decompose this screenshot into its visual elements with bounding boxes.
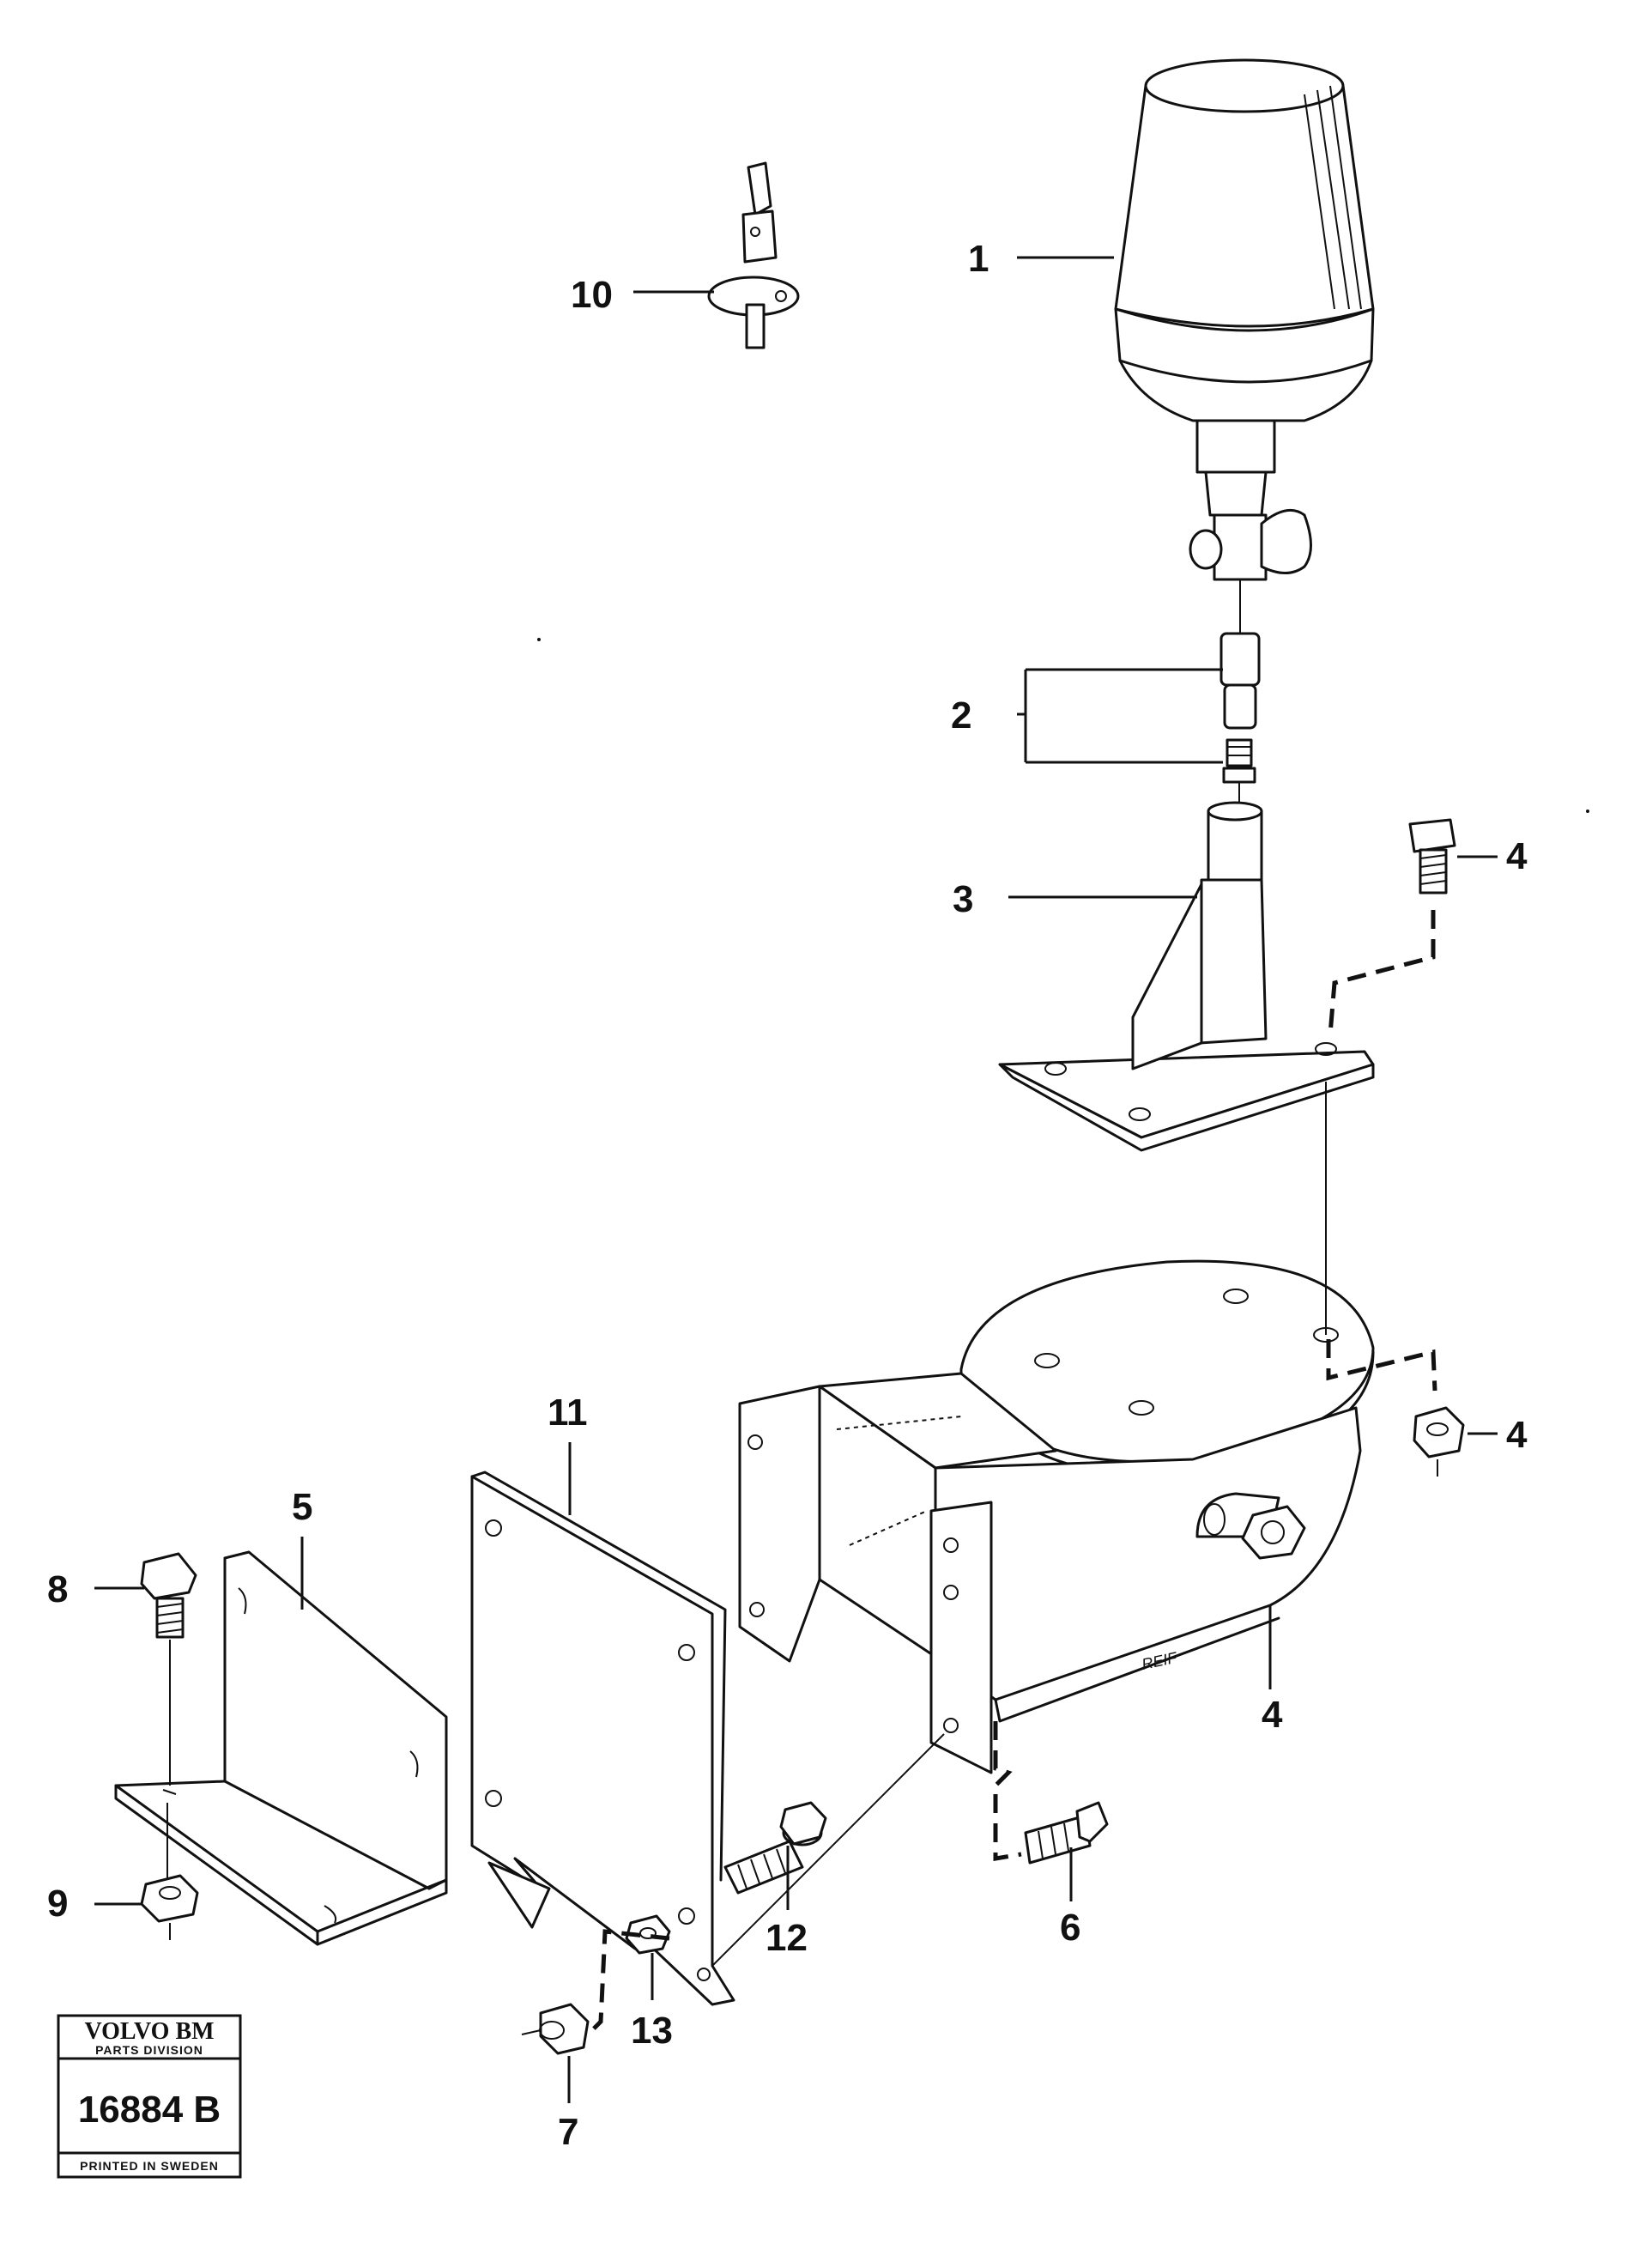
bracket-assembly-part: REIF: [738, 1082, 1437, 1774]
plate-part-11: [470, 1471, 945, 2006]
callout-7: 7: [558, 2111, 578, 2153]
callout-4-bracket: 4: [1262, 1694, 1283, 1736]
bolt-part-12: [723, 1801, 827, 1895]
callout-8: 8: [47, 1568, 68, 1610]
leader-lines: [94, 256, 1498, 2103]
callout-2: 2: [951, 694, 971, 737]
bulb-holder-part: [707, 161, 800, 349]
callout-12: 12: [766, 1917, 808, 1959]
callout-6: 6: [1060, 1907, 1080, 1949]
bulb-part: [1219, 579, 1261, 803]
callout-4-right: 4: [1506, 1414, 1528, 1456]
bolt-part-6: [993, 1721, 1109, 1865]
angle-bracket-part: [114, 1550, 448, 1946]
callout-5: 5: [292, 1486, 312, 1528]
stamp-division: PARTS DIVISION: [95, 2043, 203, 2057]
stamp-printed: PRINTED IN SWEDEN: [80, 2159, 219, 2173]
beacon-lamp-part: [1114, 58, 1375, 581]
callout-labels: 1 10 2 3 4 4 4 11 5 8 9 12 6 13 7: [47, 238, 1528, 2153]
bracket-engraving: REIF: [1141, 1649, 1179, 1673]
nut-part-right: [1413, 1406, 1465, 1477]
callout-9: 9: [47, 1883, 68, 1925]
callout-4-top: 4: [1506, 835, 1528, 877]
stamp-brand: VOLVO BM: [84, 2018, 214, 2045]
callout-1: 1: [968, 238, 989, 280]
callout-11: 11: [548, 1392, 588, 1434]
nut-part-7: [521, 1929, 670, 2055]
bolt-part-8: [140, 1552, 197, 1786]
bolt-part-top: [1328, 818, 1456, 1035]
callout-13: 13: [631, 2010, 673, 2052]
callout-3: 3: [953, 878, 973, 920]
mounting-post-part: [998, 801, 1375, 1152]
stamp-number: 16884 B: [78, 2089, 221, 2131]
catalog-stamp: VOLVO BM PARTS DIVISION 16884 B PRINTED …: [57, 2014, 242, 2179]
callout-10: 10: [571, 274, 613, 316]
